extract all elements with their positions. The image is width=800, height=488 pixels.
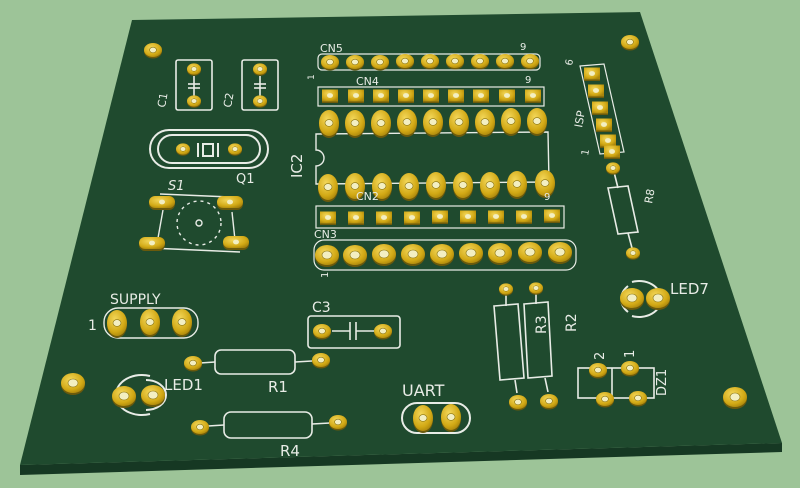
diode-dz1 bbox=[577, 367, 655, 399]
r3-label: R3 bbox=[534, 315, 550, 334]
capacitor-c3 bbox=[307, 315, 401, 349]
ic2-bottom-pads bbox=[317, 169, 556, 203]
dz1-pin1: 1 bbox=[623, 350, 638, 358]
cn5-label: CN5 bbox=[320, 42, 343, 55]
dz1-label: DZ1 bbox=[655, 369, 670, 396]
c3-label: C3 bbox=[312, 300, 331, 316]
resistor-r2 bbox=[523, 293, 553, 393]
c2-label: C2 bbox=[221, 92, 236, 109]
r1-label: R1 bbox=[268, 378, 288, 396]
r2-label: R2 bbox=[564, 313, 580, 332]
q1-label: Q1 bbox=[236, 172, 255, 187]
cn2-label: CN2 bbox=[356, 190, 379, 203]
cn2-pads bbox=[320, 209, 560, 225]
isp-pin6: 6 bbox=[564, 58, 576, 66]
cn4-label: CN4 bbox=[356, 75, 379, 88]
c1-label: C1 bbox=[155, 92, 170, 109]
supply-pin1: 1 bbox=[88, 318, 97, 334]
uart-connector bbox=[401, 402, 471, 434]
header-cn5 bbox=[317, 53, 541, 71]
cn3-pads bbox=[314, 241, 573, 268]
resistor-r1 bbox=[199, 349, 313, 375]
led1-label: LED1 bbox=[164, 376, 203, 394]
capacitor-c1 bbox=[175, 59, 213, 111]
isp-pin1: 1 bbox=[580, 148, 592, 156]
r4-label: R4 bbox=[280, 442, 300, 460]
dz1-pin2: 2 bbox=[593, 352, 608, 360]
isp-label: ISP bbox=[572, 109, 588, 128]
supply-label: SUPPLY bbox=[110, 292, 161, 308]
pcb-board bbox=[20, 12, 782, 475]
ic2-top-pads bbox=[318, 107, 548, 139]
header-cn3 bbox=[313, 239, 577, 271]
header-isp bbox=[579, 63, 625, 155]
switch-s1 bbox=[149, 193, 241, 253]
ic2-label: IC2 bbox=[288, 154, 306, 178]
header-cn4 bbox=[317, 86, 545, 107]
cn2-pin9: 9 bbox=[544, 192, 550, 203]
resistor-r8 bbox=[607, 171, 639, 249]
cn4-pin9: 9 bbox=[525, 75, 531, 86]
header-cn2 bbox=[315, 205, 565, 229]
supply-connector bbox=[103, 307, 199, 339]
capacitor-c2 bbox=[241, 59, 279, 111]
cn5-pin9: 9 bbox=[520, 42, 526, 53]
s1-label: S1 bbox=[168, 179, 185, 194]
resistor-r3 bbox=[493, 295, 525, 394]
cn5-pads bbox=[320, 53, 540, 71]
led7-label: LED7 bbox=[670, 280, 709, 298]
cn4-pin1: 1 bbox=[307, 74, 317, 80]
crystal-q1 bbox=[149, 129, 269, 169]
cn3-label: CN3 bbox=[314, 228, 337, 241]
cn4-pads bbox=[322, 89, 541, 103]
resistor-r4 bbox=[207, 411, 331, 439]
ic2-outline bbox=[315, 131, 550, 185]
cn3-pin1: 1 bbox=[320, 272, 331, 278]
uart-label: UART bbox=[402, 381, 445, 400]
r8-label: R8 bbox=[642, 188, 657, 205]
